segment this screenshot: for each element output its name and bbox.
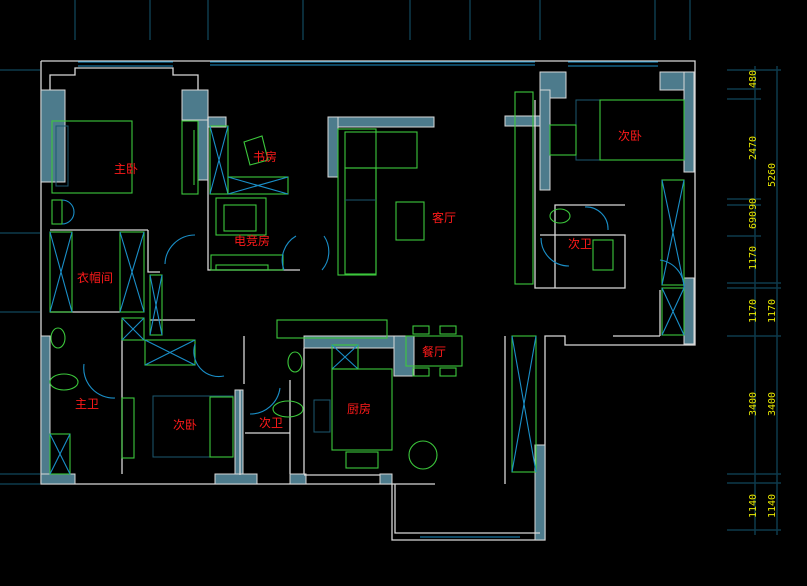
room-label-second-bedroom-right: 次卧 — [618, 129, 642, 143]
dimension-text: 5260 — [767, 163, 778, 187]
dimension-text: 90 — [748, 198, 759, 210]
dimension-text: 3400 — [767, 392, 778, 416]
room-label-kitchen: 厨房 — [347, 401, 371, 416]
room-label-master-bedroom: 主卧 — [114, 162, 138, 176]
room-label-master-bathroom: 主卫 — [75, 397, 99, 411]
room-label-second-bathroom-left: 次卫 — [259, 416, 283, 430]
room-labels: 主卧 书房 电竞房 客厅 衣帽间 餐厅 主卫 次卧 次卫 厨房 次卧 次卫 — [75, 129, 642, 432]
room-label-study: 书房 — [253, 149, 277, 164]
walls — [40, 60, 696, 541]
room-label-second-bedroom-left: 次卧 — [173, 418, 197, 432]
dimension-text: 1170 — [767, 299, 778, 323]
dimension-text: 1140 — [767, 494, 778, 518]
room-label-second-bathroom-right: 次卫 — [568, 237, 592, 251]
dimension-text: 1140 — [748, 494, 759, 518]
room-label-living-room: 客厅 — [432, 210, 456, 225]
room-label-dining-room: 餐厅 — [422, 344, 446, 359]
dimension-text: 1170 — [748, 246, 759, 270]
dimension-text: 480 — [748, 70, 759, 88]
room-label-esports-room: 电竞房 — [234, 233, 270, 248]
dimension-text: 1170 — [748, 299, 759, 323]
furniture — [49, 91, 685, 475]
dimension-text: 3400 — [748, 392, 759, 416]
dimension-text: 690 — [748, 211, 759, 229]
dimension-labels: 480 2470 690 90 1170 1170 3400 1140 5260… — [748, 70, 778, 518]
dimension-text: 2470 — [748, 136, 759, 160]
axis-grid-lines — [0, 0, 781, 535]
room-label-walk-in-closet: 衣帽间 — [77, 270, 113, 285]
